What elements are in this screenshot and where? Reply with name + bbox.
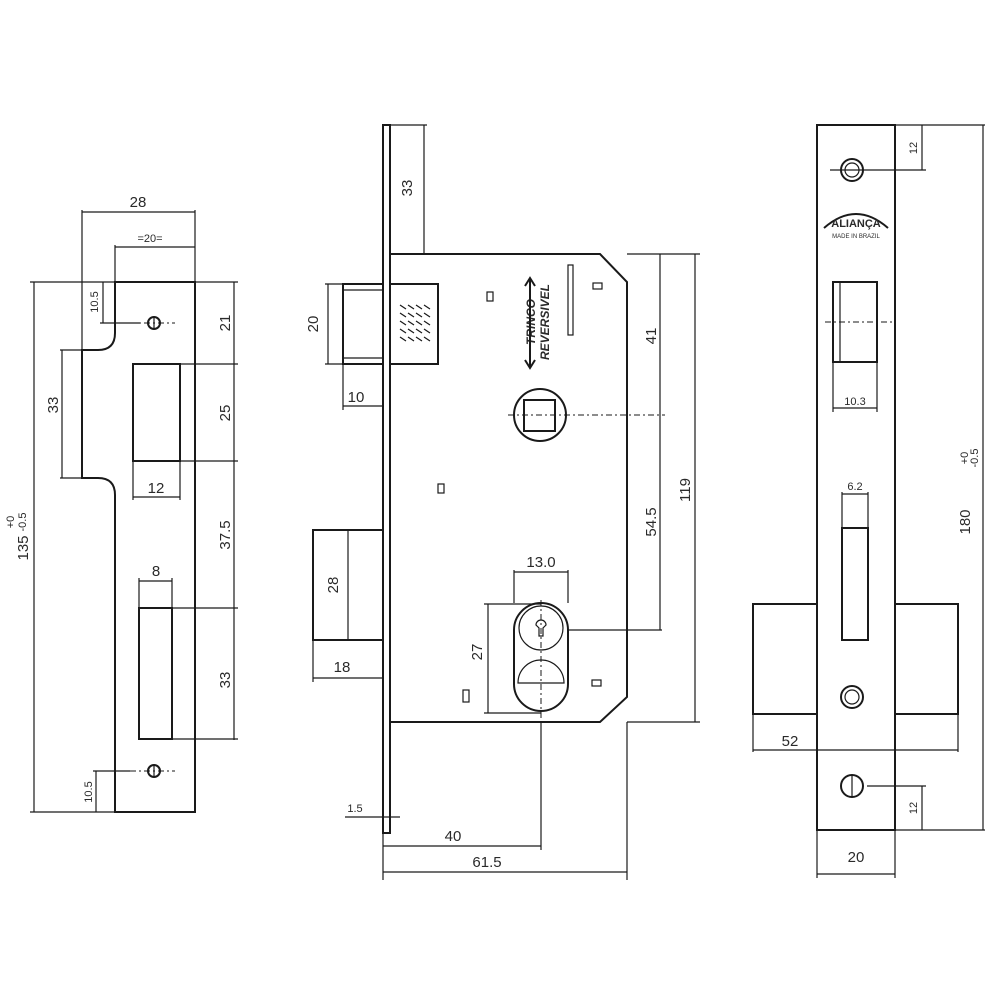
screw-hole-icon xyxy=(840,774,864,798)
dim-latch-slot-height: 25 xyxy=(217,405,234,422)
dim-deadbolt-height: 28 xyxy=(325,577,342,594)
dim-body-depth: 61.5 xyxy=(472,854,501,871)
dim-latch-projection: 10 xyxy=(348,389,365,406)
dim-between-slots: 37.5 xyxy=(217,520,234,549)
dim-faceplate-bottom-screw: 12 xyxy=(908,802,920,814)
faceplate-bolt-slot xyxy=(841,527,869,641)
bolt-slot xyxy=(138,607,173,740)
tolerance-plus: +0 xyxy=(5,516,17,529)
dim-faceplate-width: 20 xyxy=(848,849,865,866)
screw-hole-icon xyxy=(840,685,864,709)
brand-logo xyxy=(823,213,889,229)
latch-slot xyxy=(132,363,181,462)
tolerance-minus: -0.5 xyxy=(17,513,29,532)
dim-spindle-to-cylinder: 54.5 xyxy=(643,507,660,536)
dim-top-to-spindle: 41 xyxy=(643,328,660,345)
brand-subtitle: MADE IN BRAZIL xyxy=(832,234,880,240)
lock-case-outline xyxy=(390,253,628,723)
dim-faceplate-bolt-width: 6.2 xyxy=(847,481,862,493)
dim-strike-bottom-screw: 10.5 xyxy=(83,781,95,802)
dim-cylinder-height: 27 xyxy=(469,644,486,661)
faceplate-view: 12 ALIANÇA MADE IN BRAZIL 10.3 6.2 52 xyxy=(752,124,985,878)
strike-plate-view: 28 =20= 135 +0 -0.5 33 10.5 12 21 xyxy=(5,194,238,813)
tolerance-minus: -0.5 xyxy=(969,449,981,468)
dim-cylinder-width: 13.0 xyxy=(526,554,555,571)
dim-strike-top-screw: 10.5 xyxy=(89,291,101,312)
deadbolt-extension xyxy=(752,603,959,715)
latch-spring-icon xyxy=(399,304,431,342)
dim-faceplate-bolt-length: 52 xyxy=(782,733,799,750)
dim-top-to-latch: 21 xyxy=(217,315,234,332)
dim-bolt-slot-width: 8 xyxy=(152,563,160,580)
keyhole-icon xyxy=(535,619,547,637)
dim-strike-width: 28 xyxy=(130,194,147,211)
dim-backset: 40 xyxy=(445,828,462,845)
dim-strike-total-height: 135 xyxy=(15,535,32,560)
faceplate-outline xyxy=(816,124,896,831)
dim-faceplate-latch-width: 10.3 xyxy=(844,396,865,408)
dim-faceplate-thickness: 1.5 xyxy=(347,803,362,815)
dim-faceplate-top-screw: 12 xyxy=(908,142,920,154)
dim-strike-inner-width: =20= xyxy=(137,233,162,245)
dim-strike-tongue: 33 xyxy=(45,397,62,414)
dim-faceplate-top: 33 xyxy=(399,180,416,197)
dim-bolt-slot-height: 33 xyxy=(217,672,234,689)
lock-faceplate xyxy=(382,124,391,834)
dim-body-height: 119 xyxy=(677,478,694,502)
brand-name: ALIANÇA xyxy=(831,218,881,230)
dim-deadbolt-projection: 18 xyxy=(334,659,351,676)
tolerance-plus: +0 xyxy=(959,452,971,465)
dim-latch-slot-width: 12 xyxy=(148,480,165,497)
strike-plate-outline xyxy=(81,281,196,813)
reversible-arrow-icon xyxy=(524,276,536,370)
latch-bolt xyxy=(342,283,384,365)
lock-body-view: 33 20 10 TRINCO REVERSIVEL 41 5 xyxy=(305,124,700,880)
cylinder-cutout xyxy=(513,602,569,712)
dim-latch-height: 20 xyxy=(305,316,322,333)
label-reversivel: REVERSIVEL xyxy=(538,284,552,360)
dim-faceplate-total-height: 180 xyxy=(957,509,974,534)
